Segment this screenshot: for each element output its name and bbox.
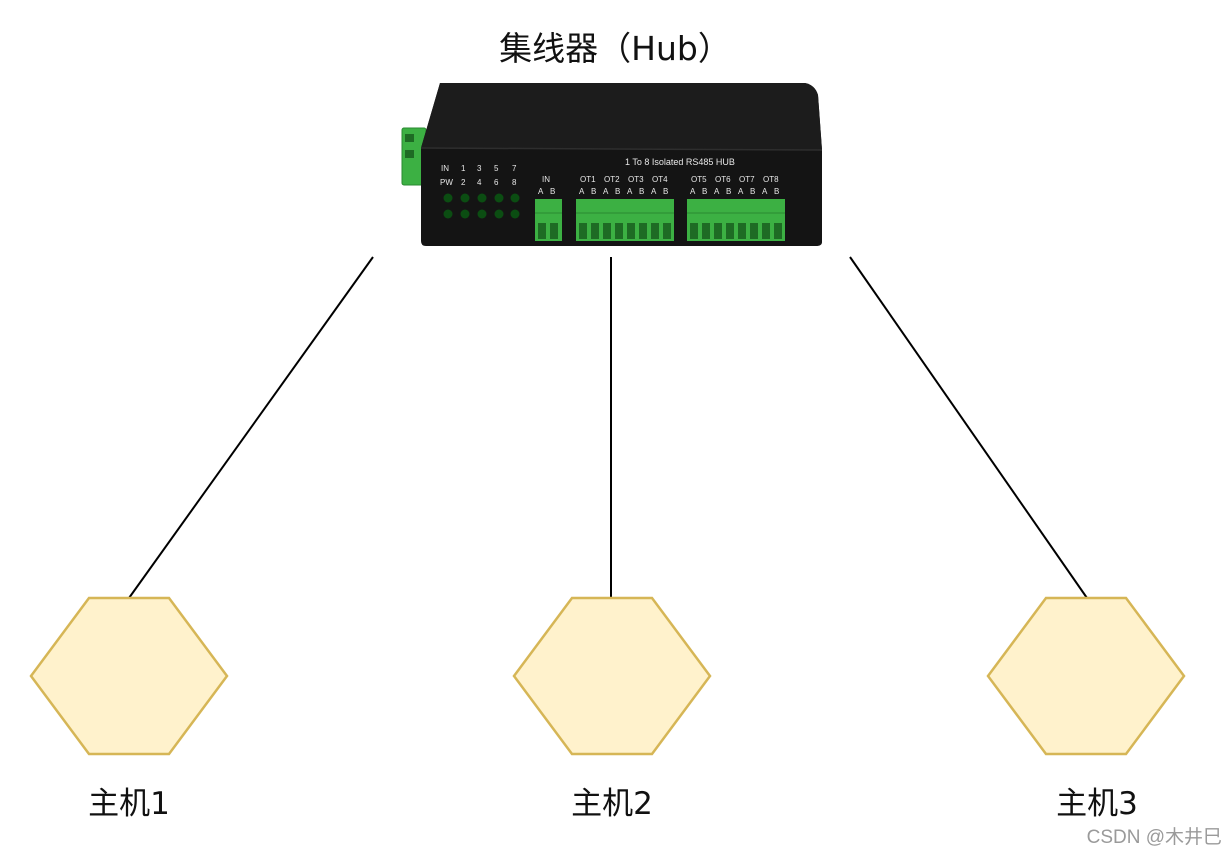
led-label-2: 2: [461, 178, 466, 187]
svg-text:B: B: [774, 187, 779, 196]
host3-hexagon: [986, 596, 1186, 756]
led-label-4: 4: [477, 178, 482, 187]
host1-label: 主机1: [88, 786, 170, 822]
output-terminal-block-1: [576, 199, 674, 241]
port-ot1-label: OT1: [580, 175, 596, 184]
port-ot3-label: OT3: [628, 175, 644, 184]
svg-text:B: B: [615, 187, 620, 196]
port-ot6-label: OT6: [715, 175, 731, 184]
svg-text:A: A: [762, 187, 768, 196]
diagram-title: 集线器（Hub）: [499, 29, 731, 68]
device-model-text: 1 To 8 Isolated RS485 HUB: [625, 157, 735, 167]
input-port-label: IN: [542, 175, 550, 184]
hub-device: 1 To 8 Isolated RS485 HUB IN 1 3 5 7 PW …: [401, 83, 823, 246]
svg-text:B: B: [639, 187, 644, 196]
led-label-1: 1: [461, 164, 466, 173]
port-ot2-label: OT2: [604, 175, 620, 184]
input-terminal-block: [535, 199, 562, 241]
port-ot4-label: OT4: [652, 175, 668, 184]
output-group2-pin-labels: A B A B A B A B: [690, 187, 779, 196]
host1-hexagon: [29, 596, 229, 756]
led-label-in: IN: [441, 164, 449, 173]
host2-hexagon: [512, 596, 712, 756]
link-hub-host3: [849, 256, 1088, 599]
port-ot8-label: OT8: [763, 175, 779, 184]
svg-text:A: A: [690, 187, 696, 196]
led-label-7: 7: [512, 164, 517, 173]
svg-text:B: B: [663, 187, 668, 196]
svg-text:A: A: [579, 187, 585, 196]
host3-label: 主机3: [1056, 786, 1138, 822]
watermark: CSDN @木井巳: [1086, 827, 1222, 848]
output-terminal-block-2: [687, 199, 785, 241]
svg-text:B: B: [750, 187, 755, 196]
svg-text:B: B: [591, 187, 596, 196]
input-pin-b: B: [550, 187, 555, 196]
output-group1-pin-labels: A B A B A B A B: [579, 187, 668, 196]
status-leds: [443, 193, 520, 219]
svg-text:B: B: [726, 187, 731, 196]
svg-text:B: B: [702, 187, 707, 196]
led-label-6: 6: [494, 178, 499, 187]
port-ot5-label: OT5: [691, 175, 707, 184]
svg-text:A: A: [627, 187, 633, 196]
led-label-pw: PW: [440, 178, 453, 187]
svg-text:A: A: [651, 187, 657, 196]
led-label-8: 8: [512, 178, 517, 187]
input-pin-a: A: [538, 187, 544, 196]
led-label-3: 3: [477, 164, 482, 173]
link-hub-host1: [128, 256, 374, 599]
svg-text:A: A: [714, 187, 720, 196]
port-ot7-label: OT7: [739, 175, 755, 184]
svg-text:A: A: [738, 187, 744, 196]
svg-text:A: A: [603, 187, 609, 196]
host2-label: 主机2: [571, 786, 653, 822]
led-label-5: 5: [494, 164, 499, 173]
